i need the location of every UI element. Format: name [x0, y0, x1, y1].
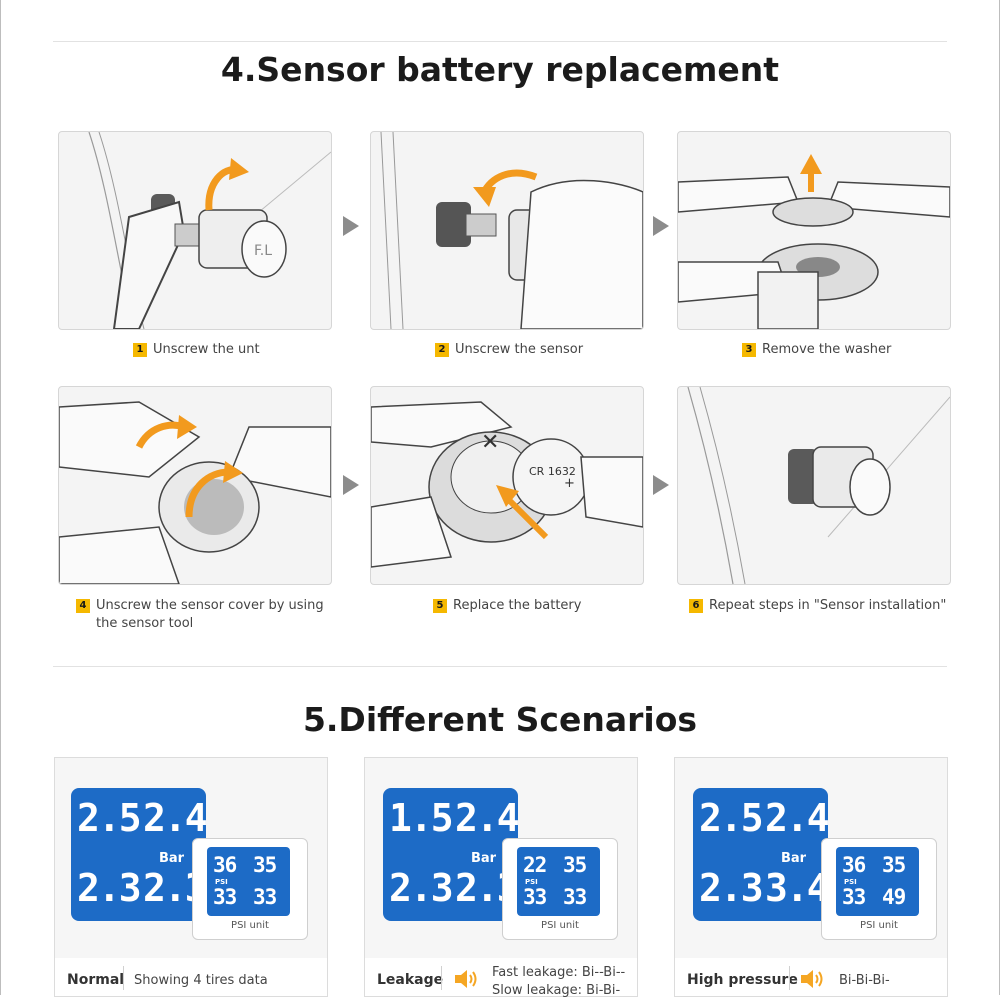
psi-unit-label: PSI unit	[541, 920, 579, 931]
section-title-battery: 4.Sensor battery replacement	[220, 50, 780, 89]
psi-fl: 36	[842, 853, 866, 877]
psi-fl: 36	[213, 853, 237, 877]
psi-rl: 33	[213, 885, 237, 909]
tire-fr-value: 2.4	[143, 796, 208, 840]
psi-rl: 33	[842, 885, 866, 909]
step-1-image: F.L	[58, 131, 332, 330]
page-left-border	[0, 0, 1, 995]
step-arrow	[653, 475, 669, 495]
main-display: 2.5 2.4 Bar 2.3 3.4	[693, 788, 830, 921]
step-arrow	[343, 216, 359, 236]
step-5-image: ✕ CR 1632 +	[370, 386, 644, 585]
svg-text:✕: ✕	[481, 430, 499, 455]
psi-fr: 35	[882, 853, 906, 877]
step-2-image	[370, 131, 644, 330]
cap-label: F.L	[254, 243, 272, 259]
step-1-caption: 1 Unscrew the unt	[133, 341, 260, 359]
speaker-icon	[455, 970, 477, 988]
scenario-description: Fast leakage: Bi--Bi-- Slow leakage: Bi-…	[492, 965, 626, 998]
psi-display: 22 35 PSI 33 33 PSI unit	[502, 838, 618, 940]
psi-label: PSI	[215, 878, 228, 886]
unit-label: Bar	[781, 851, 807, 866]
step-arrow	[653, 216, 669, 236]
step-3-caption: 3 Remove the washer	[742, 341, 891, 359]
step-badge: 1	[133, 343, 147, 357]
separator	[789, 966, 790, 990]
step-badge: 2	[435, 343, 449, 357]
step-text: Unscrew the sensor	[455, 342, 584, 357]
speaker-icon	[801, 970, 823, 988]
step-text: Unscrew the sensor cover by using the se…	[96, 598, 324, 631]
unit-label: Bar	[159, 851, 185, 866]
psi-display: 36 35 PSI 33 49 PSI unit	[821, 838, 937, 940]
battery-label: CR 1632	[529, 465, 576, 478]
step-badge: 3	[742, 343, 756, 357]
tire-fr-value: 2.4	[765, 796, 830, 840]
separator	[441, 966, 442, 990]
step-6-caption: 6 Repeat steps in "Sensor installation"	[689, 597, 946, 615]
main-display: 2.5 2.4 Bar 2.3 2.3	[71, 788, 208, 921]
step-text: Repeat steps in "Sensor installation"	[709, 598, 947, 613]
step-4-caption: 4 Unscrew the sensor cover by using the s…	[76, 597, 324, 633]
scenario-label: Normal	[67, 972, 125, 988]
step-badge: 5	[433, 599, 447, 613]
step-3-image	[677, 131, 951, 330]
step-badge: 4	[76, 599, 90, 613]
divider	[53, 41, 947, 42]
step-text: Remove the washer	[762, 342, 892, 357]
step-text: Unscrew the unt	[153, 342, 260, 357]
psi-rr: 33	[253, 885, 277, 909]
psi-fl: 22	[523, 853, 547, 877]
psi-unit-label: PSI unit	[231, 920, 269, 931]
tire-fl-value: 2.5	[699, 796, 764, 840]
step-4-image	[58, 386, 332, 585]
scenario-leakage: 1.5 2.4 Bar 2.3 2.3 22 35 PSI 33 33 PSI …	[364, 757, 638, 998]
unit-label: Bar	[471, 851, 497, 866]
scenario-label: Leakage	[377, 972, 444, 988]
svg-text:+: +	[564, 476, 575, 491]
separator	[123, 966, 124, 990]
step-2-caption: 2 Unscrew the sensor	[435, 341, 583, 359]
tire-rl-value: 2.3	[699, 866, 764, 910]
divider	[53, 666, 947, 667]
tire-fl-value: 1.5	[389, 796, 454, 840]
psi-label: PSI	[525, 878, 538, 886]
scenario-normal: 2.5 2.4 Bar 2.3 2.3 36 35 PSI 33 33 PSI …	[54, 757, 328, 997]
psi-rl: 33	[523, 885, 547, 909]
psi-unit-label: PSI unit	[860, 920, 898, 931]
tire-fr-value: 2.4	[455, 796, 520, 840]
psi-rr: 49	[882, 885, 906, 909]
section-title-scenarios: 5.Different Scenarios	[302, 700, 698, 739]
psi-rr: 33	[563, 885, 587, 909]
scenario-label: High pressure	[687, 972, 798, 988]
tire-fl-value: 2.5	[77, 796, 142, 840]
main-display: 1.5 2.4 Bar 2.3 2.3	[383, 788, 520, 921]
step-text: Replace the battery	[453, 598, 582, 613]
step-badge: 6	[689, 599, 703, 613]
scenario-high-pressure: 2.5 2.4 Bar 2.3 3.4 36 35 PSI 33 49 PSI …	[674, 757, 948, 997]
scenario-description: Bi-Bi-Bi-	[839, 973, 890, 988]
psi-fr: 35	[253, 853, 277, 877]
tire-rl-value: 2.3	[389, 866, 454, 910]
psi-label: PSI	[844, 878, 857, 886]
step-arrow	[343, 475, 359, 495]
psi-fr: 35	[563, 853, 587, 877]
psi-display: 36 35 PSI 33 33 PSI unit	[192, 838, 308, 940]
step-6-image	[677, 386, 951, 585]
scenario-description: Showing 4 tires data	[134, 973, 268, 988]
tire-rr-value: 3.4	[765, 866, 830, 910]
step-5-caption: 5 Replace the battery	[433, 597, 581, 615]
tire-rl-value: 2.3	[77, 866, 142, 910]
